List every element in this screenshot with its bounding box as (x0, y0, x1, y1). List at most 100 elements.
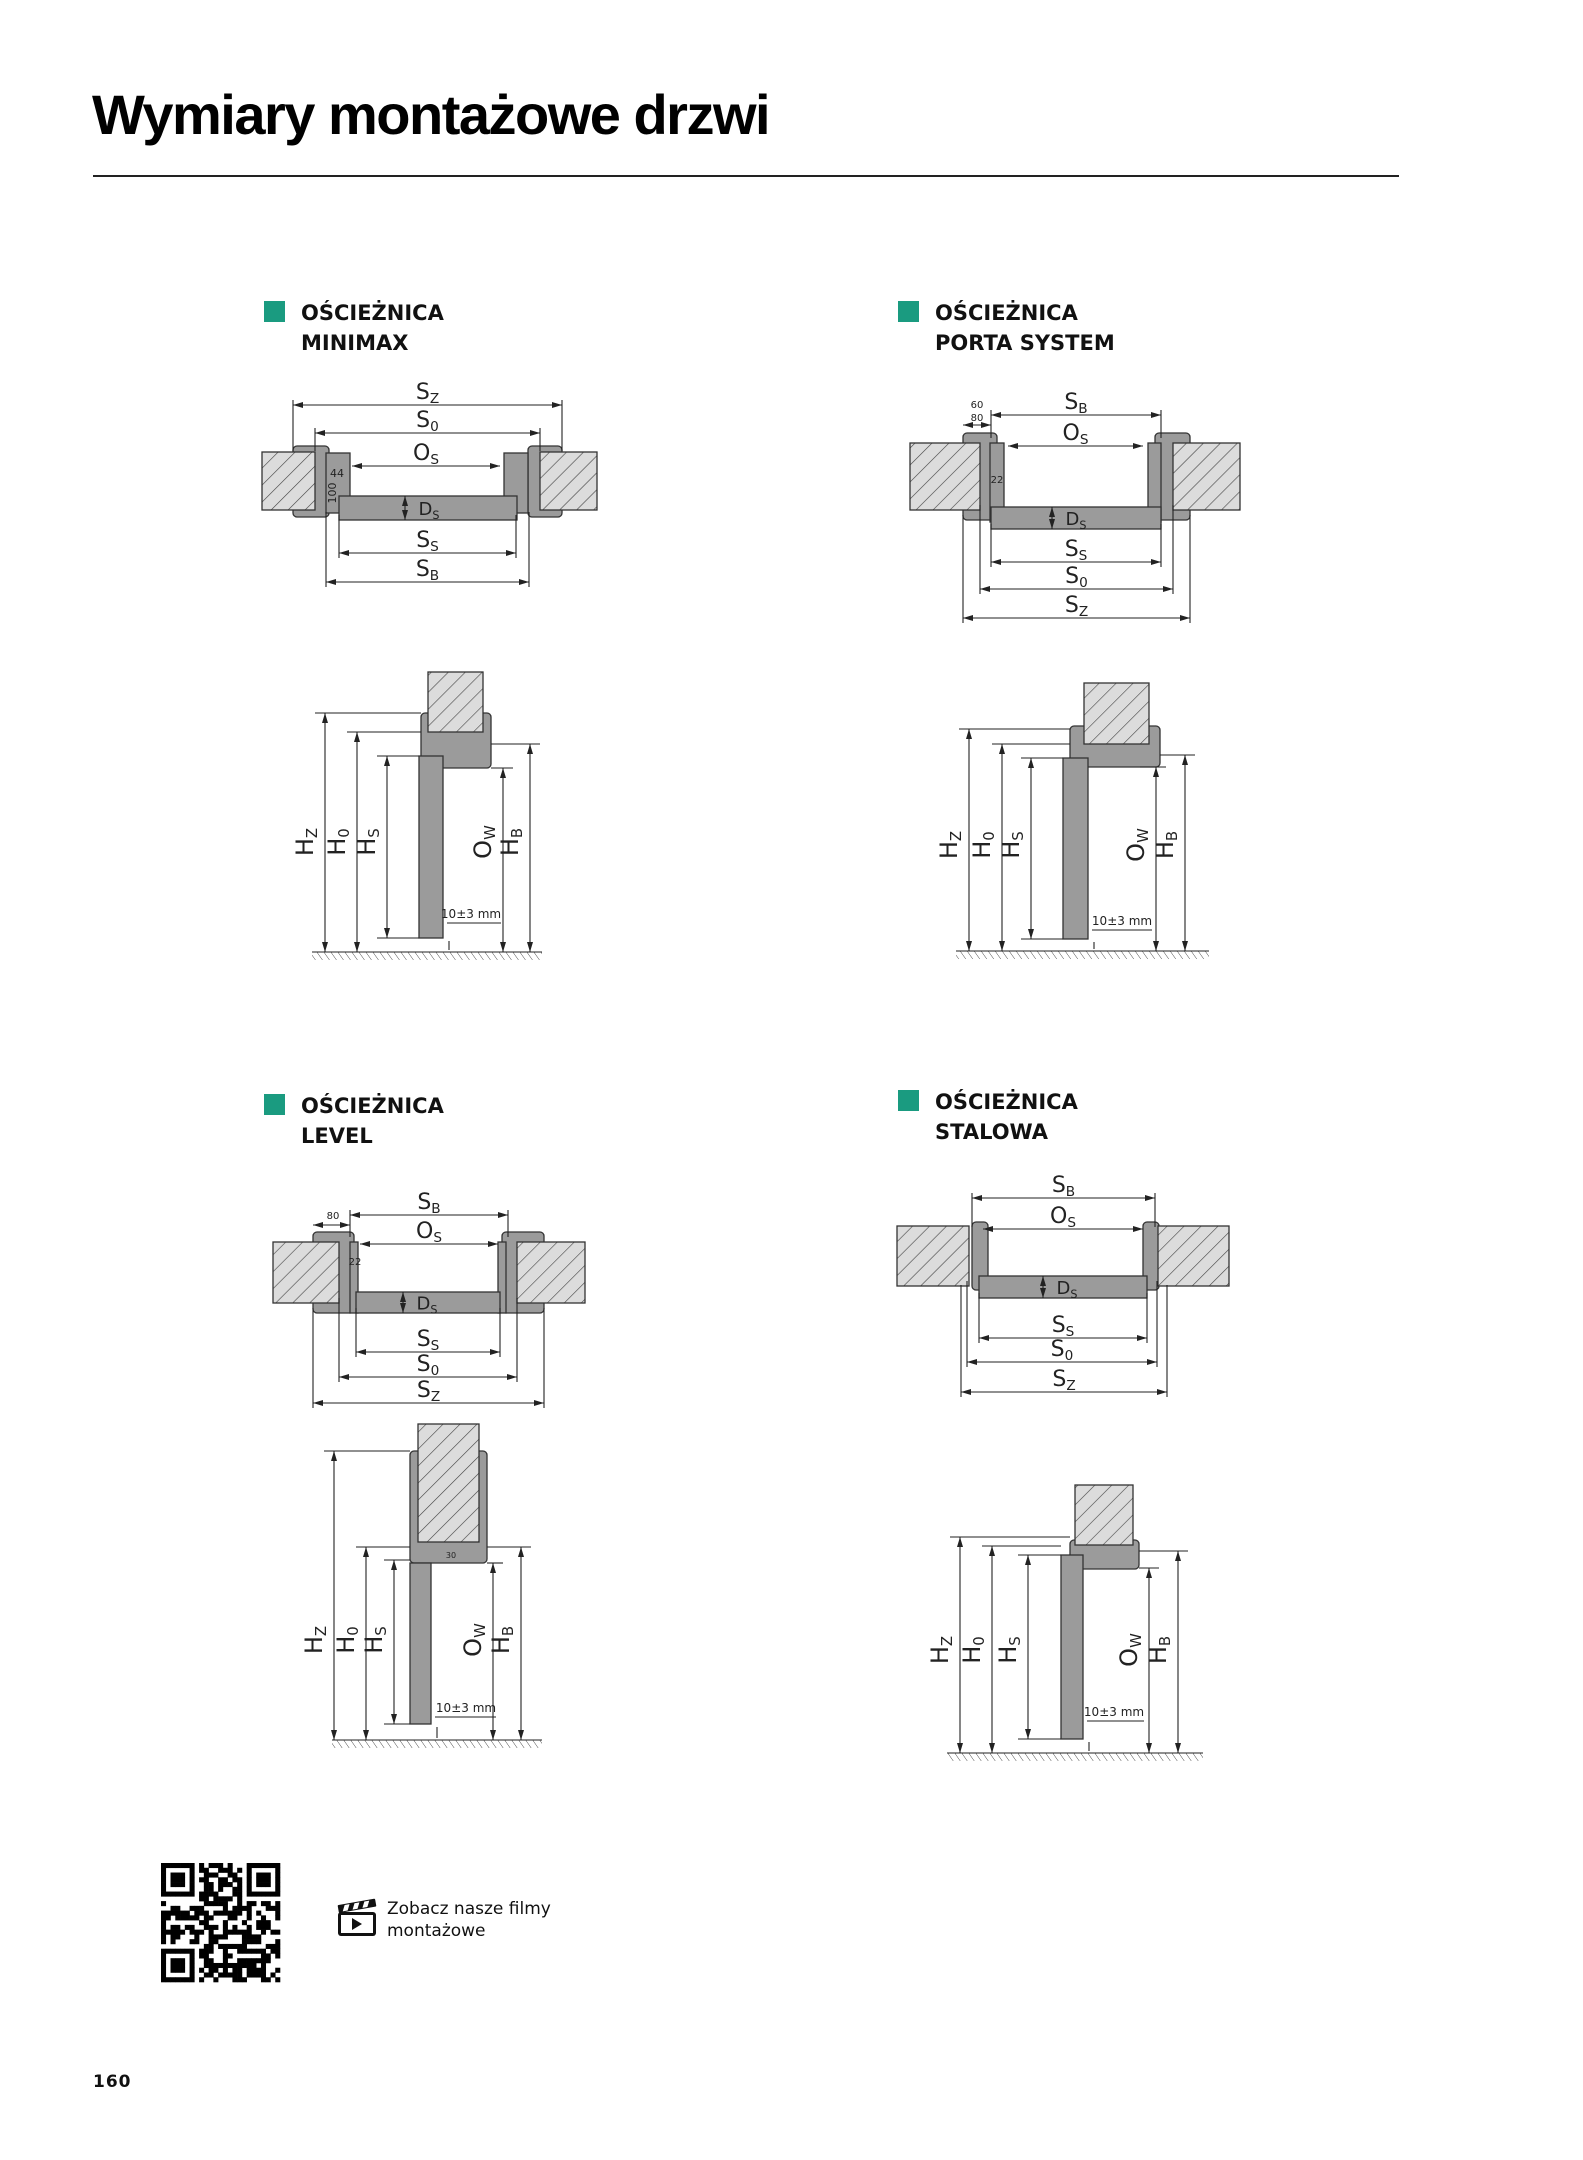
dimension-label-main: S (1052, 1313, 1066, 1338)
dimension-label: S0 (1065, 564, 1088, 591)
dimension-label-subscript: S (1009, 831, 1027, 840)
measurement-note: 22 (349, 1257, 362, 1268)
video-link-line-2: montażowe (387, 1921, 486, 1941)
door-leaf (418, 755, 444, 939)
dimension-label-main: S (417, 1327, 431, 1352)
dimension-label-main: H (323, 838, 351, 856)
thickness-label-subscript: S (1070, 1288, 1077, 1301)
heading-line-2: LEVEL (301, 1124, 373, 1148)
dimension-label-main: H (496, 838, 524, 856)
dimension-label-main: H (360, 1636, 388, 1654)
dimension-label-subscript: 0 (1079, 575, 1088, 591)
dimension-label-subscript: S (365, 828, 383, 837)
dimension-label: HS (353, 828, 383, 856)
thickness-label: DS (1066, 509, 1087, 532)
clapperboard-play-icon (337, 1898, 377, 1936)
dimension-label-main: S (1052, 1173, 1066, 1198)
floor-gap-note: 10±3 mm (441, 907, 501, 921)
measurement-note: 60 (971, 400, 984, 411)
dimension-label-subscript: S (1067, 1215, 1076, 1231)
dimension-label: OS (416, 1219, 442, 1246)
qr-code[interactable] (161, 1863, 281, 1983)
thickness-label-main: D (1066, 509, 1080, 530)
floor-gap-note: 10±3 mm (1084, 1705, 1144, 1719)
dimension-label-subscript: S (372, 1626, 390, 1635)
dimension-label-main: H (1151, 841, 1179, 859)
dimension-label-main: S (416, 380, 430, 405)
dimension-label: OW (459, 1623, 489, 1657)
floor-hatch (332, 1740, 542, 1748)
dimension-label-main: S (417, 1190, 431, 1215)
dimension-label-subscript: B (508, 828, 526, 838)
dimension-label-subscript: B (430, 568, 439, 584)
wall-section (1074, 1484, 1134, 1546)
dimension-label-subscript: 0 (431, 1363, 440, 1379)
frame-jamb (349, 1241, 359, 1314)
dimension-label-subscript: S (1080, 432, 1089, 448)
dimension-label-subscript: 0 (430, 419, 439, 435)
dimension-label-main: H (353, 838, 381, 856)
thickness-label-main: D (417, 1294, 431, 1315)
heading-line-1: OŚCIEŻNICA (935, 1090, 1078, 1114)
dimension-label: SB (1052, 1173, 1075, 1200)
wall-section (516, 1241, 586, 1304)
page-number: 160 (93, 2072, 132, 2092)
heading-line-1: OŚCIEŻNICA (301, 301, 444, 325)
accent-square-icon (264, 301, 285, 322)
dimension-label-main: S (1051, 1337, 1065, 1362)
section-heading-stalowa: OŚCIEŻNICA STALOWA (898, 1087, 1078, 1147)
wall-section (1157, 1225, 1230, 1287)
installation-videos-link[interactable]: Zobacz nasze filmy montażowe (336, 1898, 551, 1942)
dimension-label-subscript: B (1163, 831, 1181, 841)
door-leaf (338, 495, 518, 521)
dimension-label-subscript: 0 (970, 1636, 988, 1645)
dimension-label: HZ (291, 828, 321, 856)
wall-section (1172, 442, 1241, 511)
dimension-label-subscript: S (1066, 1324, 1075, 1340)
dimension-label-main: S (1065, 593, 1079, 618)
heading-line-1: OŚCIEŻNICA (301, 1094, 444, 1118)
dimension-label-subscript: W (1127, 1633, 1145, 1648)
floor-gap-note: 10±3 mm (1092, 914, 1152, 928)
dimension-label-main: S (416, 557, 430, 582)
measurement-note: 44 (330, 467, 344, 480)
dimension-label-subscript: W (471, 1623, 489, 1638)
accent-square-icon (264, 1094, 285, 1115)
dimension-label-subscript: B (1156, 1636, 1174, 1646)
thickness-label-subscript: S (430, 1304, 437, 1317)
dimension-label-main: O (459, 1638, 487, 1657)
dimension-label: HS (997, 831, 1027, 859)
dimension-label-subscript: B (1078, 401, 1087, 417)
dimension-label: HZ (935, 831, 965, 859)
dimension-label-main: H (968, 841, 996, 859)
dimension-label: SZ (1052, 1367, 1075, 1394)
video-link-line-1: Zobacz nasze filmy (387, 1899, 551, 1919)
dimension-label: SZ (1065, 593, 1088, 620)
dimension-label: HZ (926, 1636, 956, 1664)
thickness-label-subscript: S (432, 509, 439, 522)
dimension-label: SS (1065, 537, 1088, 564)
measurement-note: 100 (326, 483, 339, 504)
dimension-label: OS (413, 441, 439, 468)
heading-line-2: STALOWA (935, 1120, 1049, 1144)
thickness-label-subscript: S (1079, 519, 1086, 532)
dimension-label-subscript: 0 (344, 1626, 362, 1635)
wall-section (1083, 682, 1150, 745)
dimension-label-subscript: S (1006, 1636, 1024, 1645)
door-leaf (409, 1562, 432, 1725)
dimension-label: HZ (300, 1626, 330, 1654)
dimension-label: HB (1144, 1636, 1174, 1664)
dimension-label: SB (416, 557, 439, 584)
dimension-label-subscript: Z (430, 391, 439, 407)
floor-hatch (956, 951, 1209, 959)
dimension-label: HB (487, 1626, 517, 1654)
dimension-label-subscript: S (433, 1230, 442, 1246)
dimension-label-main: H (332, 1636, 360, 1654)
thickness-label-main: D (1057, 1278, 1071, 1299)
accent-square-icon (898, 1090, 919, 1111)
